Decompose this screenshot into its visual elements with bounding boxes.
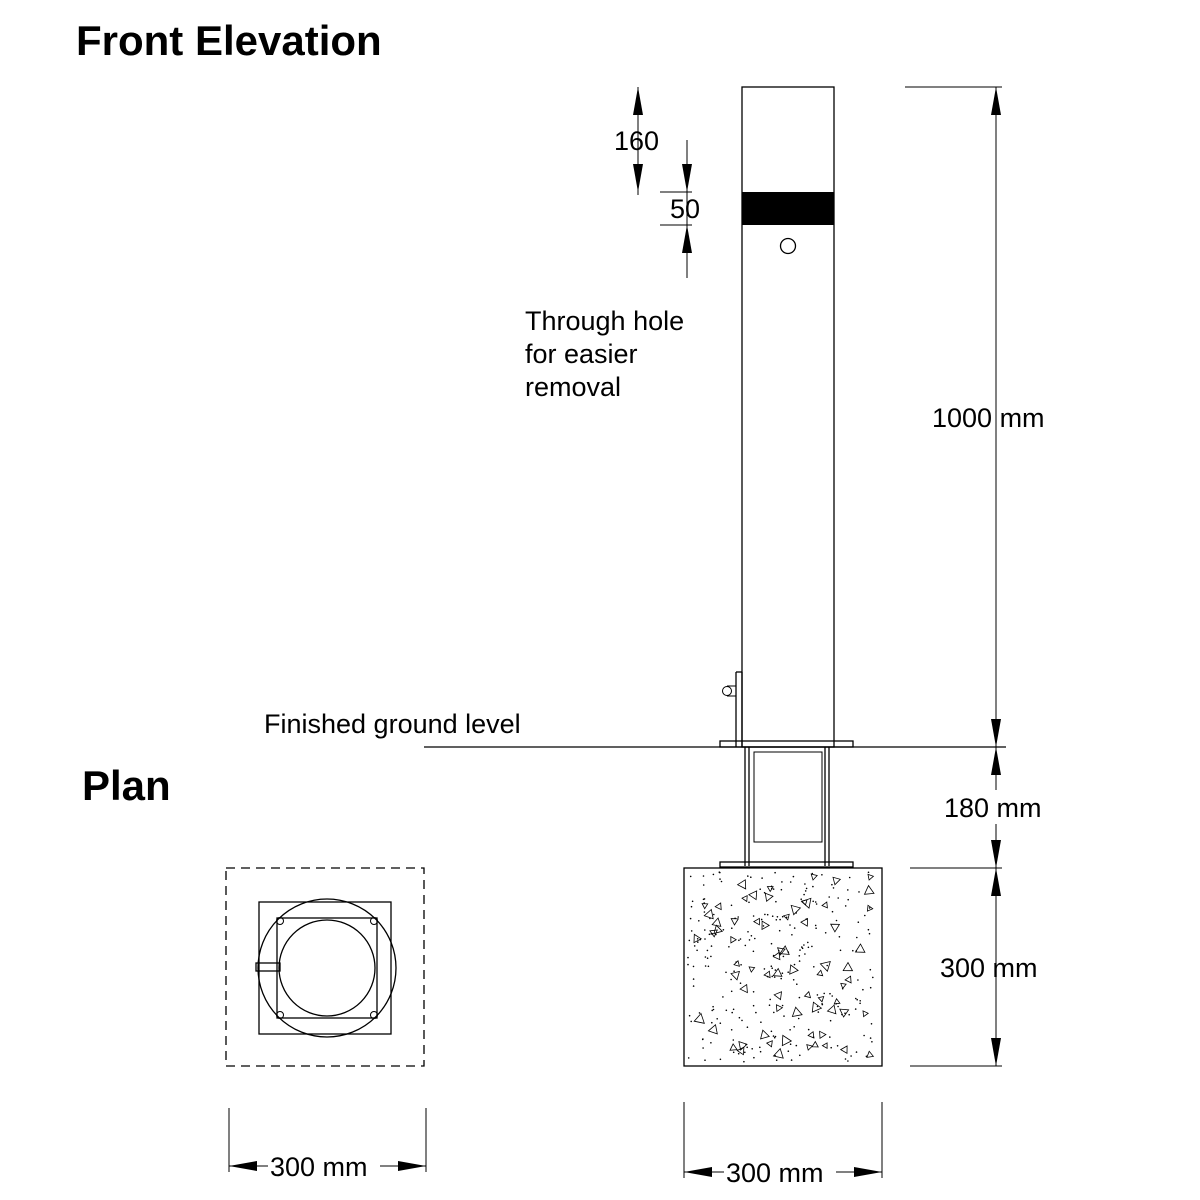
concrete-texture [687, 871, 875, 1063]
sleeve-depth-label: 180 mm [944, 793, 1042, 823]
plan-width-label: 300 mm [270, 1152, 368, 1182]
plan-base-plate [258, 901, 392, 1035]
plan-heading: Plan [82, 762, 171, 809]
plan-outer-circle [257, 898, 397, 1038]
band-height-label: 50 [670, 194, 700, 224]
dimension-foundation-depth: 300 mm [910, 867, 1050, 1067]
foundation-width-label: 300 mm [726, 1158, 824, 1188]
plan-bolt-hole [276, 917, 284, 925]
through-hole-note-line-2: for easier [525, 339, 638, 369]
bollard-post [741, 86, 835, 748]
concrete-foundation [683, 867, 883, 1067]
front-elevation-heading: Front Elevation [76, 17, 382, 64]
dimension-band-offset: 160 [614, 87, 659, 195]
ground-sleeve [719, 747, 854, 868]
ground-level-label: Finished ground level [264, 709, 521, 739]
dimension-band-height: 50 [660, 140, 700, 278]
plan-post-square [276, 917, 378, 1019]
reflective-band [742, 192, 834, 225]
through-hole-note: Through hole for easier removal [525, 306, 684, 402]
foundation-depth-label: 300 mm [940, 953, 1038, 983]
base-plate [719, 740, 854, 748]
plan-bolt-hole [370, 917, 378, 925]
dimension-foundation-width: 300 mm [683, 1102, 883, 1188]
plan-foundation-outline [225, 867, 425, 1067]
plan-bolt-hole [370, 1011, 378, 1019]
through-hole-note-line-1: Through hole [525, 306, 684, 336]
locking-lug [722, 671, 743, 747]
band-offset-label: 160 [614, 126, 659, 156]
through-hole-note-line-3: removal [525, 372, 621, 402]
plan-locking-lug [255, 962, 281, 972]
plan-bolt-hole [276, 1011, 284, 1019]
height-above-ground-label: 1000 mm [932, 403, 1045, 433]
plan-view [225, 867, 425, 1067]
plan-inner-circle [278, 919, 376, 1017]
dimension-plan-width: 300 mm [228, 1108, 427, 1182]
dimension-height-above-ground: 1000 mm [905, 86, 1058, 747]
dimension-sleeve-depth: 180 mm [942, 747, 1054, 868]
through-hole [779, 237, 797, 255]
